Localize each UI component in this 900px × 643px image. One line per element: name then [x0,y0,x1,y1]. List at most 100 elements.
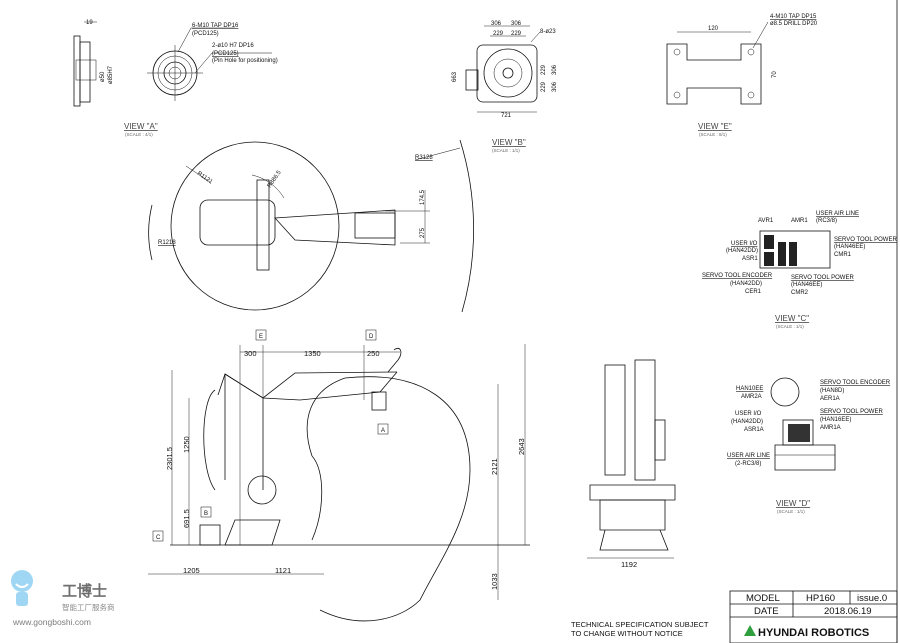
front-view: 1192 [587,359,676,569]
front-view-dim-width: 1192 [621,560,637,569]
watermark-name: 工博士 [62,582,107,600]
view-b-holes: 8-ø23 [540,29,556,35]
view-b: 306 306 229 229 8-ø23 663 229 229 306 30… [452,21,558,153]
date-value: 2018.06.19 [824,606,872,617]
view-b-dim: 306 [552,64,558,75]
view-d-user-io-id: ASR1A [744,427,764,433]
top-view-r2: R886.5 [267,169,283,189]
view-e: 120 70 4-M10 TAP DP15 ø8.5 DRILL DP20 VI… [666,14,818,137]
view-e-dim-width: 120 [708,26,719,32]
view-d-title: VIEW "D" [776,499,810,508]
view-a-note-pcd: (PCD125) [192,31,219,37]
view-a-note-pin-pcd: (PCD125) [212,51,239,57]
side-view-dim-691: 691.5 [182,509,191,528]
side-view: 300 1350 250 2301.5 1250 691.5 2121 2643… [148,329,530,622]
view-b-scale: (SCALE : 1/1) [492,148,520,153]
top-view-r1: R1121 [196,171,214,186]
view-d-air-line-spec: (2-RC3/8) [735,461,761,467]
top-view-d2: 275 [420,227,426,238]
view-a-dim-width: 19 [86,20,93,26]
view-a-dim-d1: ø50 [100,71,106,82]
top-view-r3: R3128 [415,155,433,161]
view-e-dim-height: 70 [772,71,778,78]
view-c-encoder-id: CER1 [745,289,762,295]
view-e-note-drill: ø8.5 DRILL DP20 [770,21,818,27]
view-b-dim: 306 [511,21,522,27]
top-view: R1121 R886.5 R3128 R1218 174.5 275 [148,139,474,313]
hyundai-logo-icon [744,625,756,636]
side-view-dim-250: 250 [367,349,380,358]
side-view-dim-2301: 2301.5 [165,447,174,470]
view-d-han10ee-id: AMR2A [741,394,762,400]
view-d-servo-power: SERVO TOOL POWER [820,409,883,415]
view-c-servo-power: SERVO TOOL POWER [834,237,897,243]
view-b-title: VIEW "B" [492,138,526,147]
notice-line-1: TECHNICAL SPECIFICATION SUBJECT [571,620,709,629]
view-c-user-io-spec: (HAN42DD) [726,248,758,254]
model-label: MODEL [746,593,780,604]
view-a-scale: (SCALE : 4/1) [125,132,153,137]
view-b-dim: 721 [501,113,512,119]
view-c-user-io: USER I/O [731,241,758,247]
view-marker-d: D [369,334,374,340]
view-e-scale: (SCALE : 8/1) [699,132,727,137]
model-value: HP160 [806,593,835,604]
view-marker-b: B [204,511,208,517]
view-c-avr1: AVR1 [758,218,774,224]
view-b-dim: 306 [552,81,558,92]
view-c-servo-power-spec: (HAN46EE) [834,244,865,250]
issue-value: issue.0 [857,593,887,604]
view-c-encoder: SERVO TOOL ENCODER [702,273,773,279]
view-a-dim-d2: ø85H7 [108,65,114,84]
view-d: HAN10EE AMR2A SERVO TOOL ENCODER (HAN8D)… [727,377,891,514]
side-view-dim-300: 300 [244,349,257,358]
view-c-amr1: AMR1 [791,218,808,224]
view-a-note-pin-purpose: (Pin Hole for positioning) [212,58,278,64]
view-c-servo-power-id: CMR1 [834,252,852,258]
view-c-servo-power2-spec: (HAN46EE) [791,282,822,288]
view-a-note-tap: 6-M10 TAP DP16 [192,23,239,29]
view-d-encoder-spec: (HAN8D) [820,388,844,394]
view-d-han10ee: HAN10EE [736,386,763,392]
notice-line-2: TO CHANGE WITHOUT NOTICE [571,629,683,638]
view-a-title: VIEW "A" [124,122,158,131]
view-c: AVR1 AMR1 USER AIR LINE (RC3/8) USER I/O… [702,211,897,329]
watermark-url: www.gongboshi.com [12,617,91,627]
view-b-dim: 229 [541,81,547,92]
view-c-servo-power2: SERVO TOOL POWER [791,275,854,281]
mascot-icon [11,570,33,592]
view-a: 19 ø50 ø85H7 6-M10 TAP DP16 (PCD125) 2-ø… [73,20,278,137]
view-b-dim: 229 [493,31,504,37]
view-c-air-line-spec: (RC3/8) [816,218,837,224]
view-d-user-io-spec: (HAN42DD) [731,419,763,425]
view-marker-c: C [156,535,161,541]
view-b-dim: 229 [511,31,522,37]
view-d-encoder: SERVO TOOL ENCODER [820,380,891,386]
view-c-title: VIEW "C" [775,314,809,323]
view-c-scale: (SCALE : 1/1) [776,324,804,329]
view-b-dim: 663 [452,71,458,82]
side-view-dim-1205: 1205 [183,566,200,575]
date-label: DATE [754,606,779,617]
view-d-air-line: USER AIR LINE [727,453,770,459]
side-view-dim-2121: 2121 [490,458,499,475]
view-d-encoder-id: AER1A [820,396,840,402]
side-view-dim-1350: 1350 [304,349,321,358]
view-d-servo-power-spec: (HAN16EE) [820,417,851,423]
view-marker-a: A [381,428,385,434]
view-b-dim: 229 [541,64,547,75]
top-view-d1: 174.5 [420,189,426,205]
watermark-tagline: 智能工厂服务商 [62,602,115,612]
view-d-scale: (SCALE : 1/1) [777,509,805,514]
watermark: 工博士 智能工厂服务商 www.gongboshi.com [11,570,115,627]
side-view-dim-2643: 2643 [517,438,526,455]
view-b-dim: 306 [491,21,502,27]
top-view-r4: R1218 [158,240,176,246]
view-e-note-tap: 4-M10 TAP DP15 [770,14,817,20]
company-name: HYUNDAI ROBOTICS [758,627,869,639]
view-c-servo-power2-id: CMR2 [791,290,809,296]
side-view-dim-1250: 1250 [182,436,191,453]
view-e-title: VIEW "E" [698,122,732,131]
view-a-note-pin: 2-ø10 H7 DP16 [212,43,254,49]
